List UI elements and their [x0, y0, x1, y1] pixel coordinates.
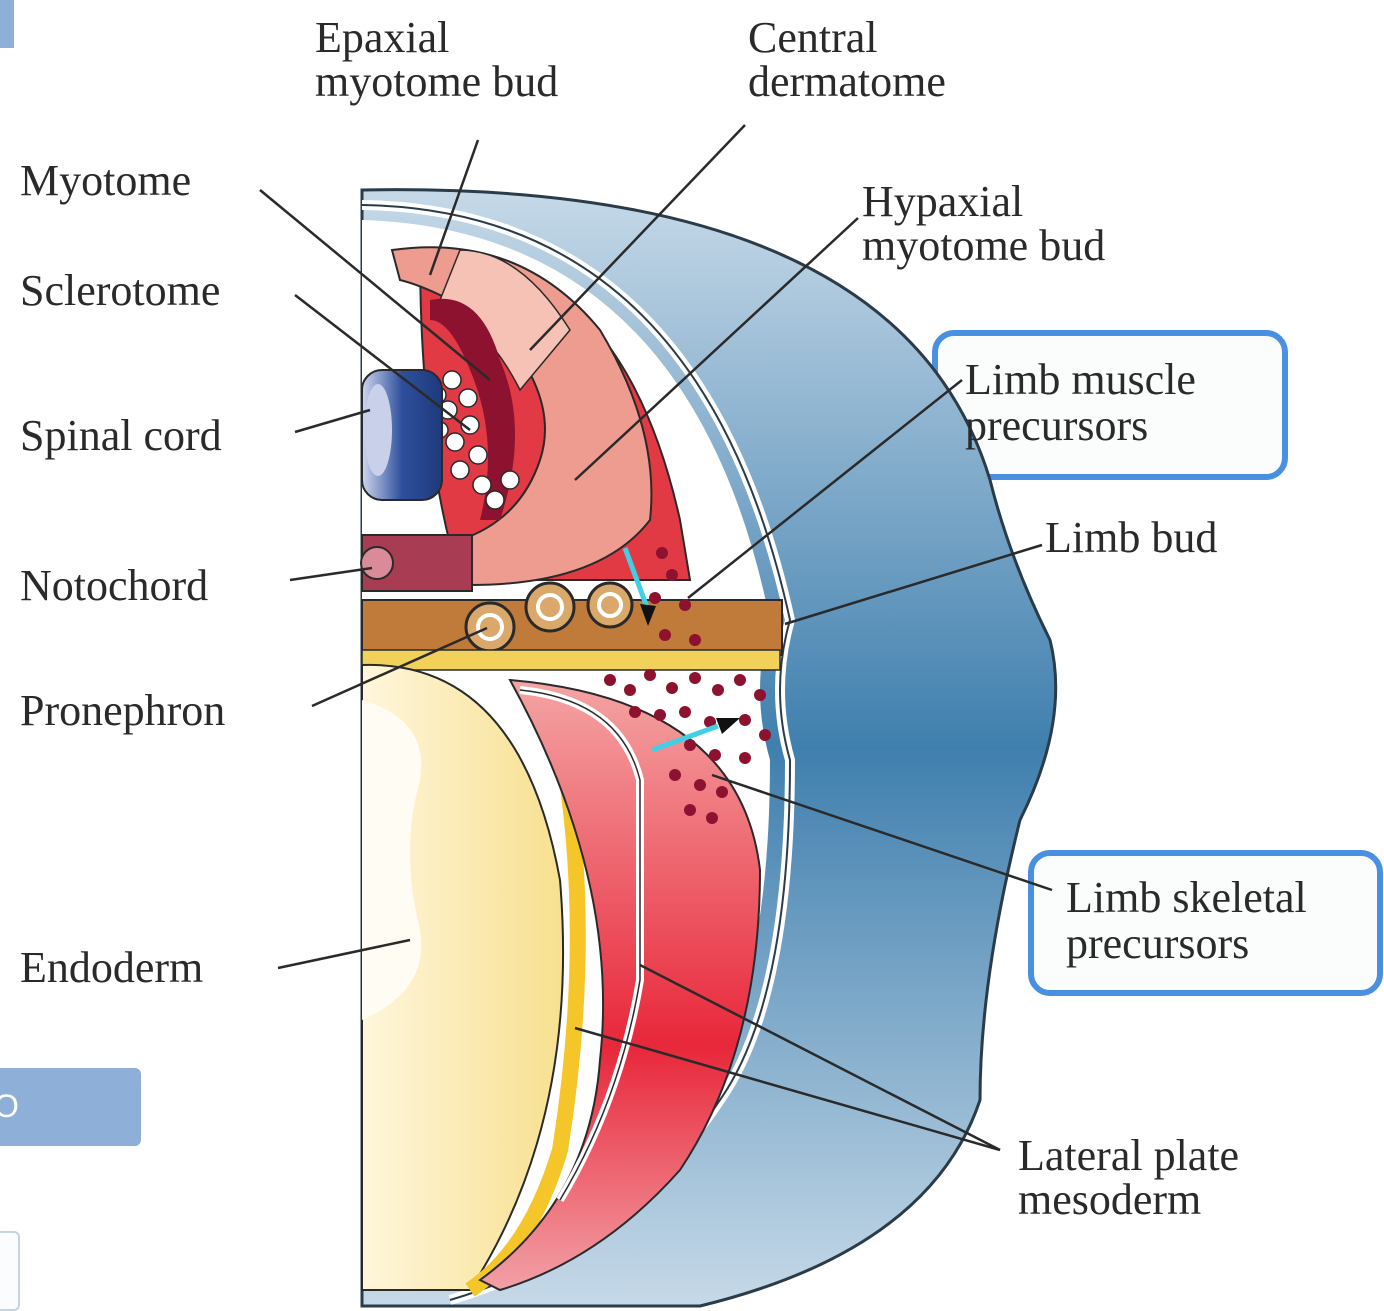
- label-notochord: Notochord: [20, 560, 208, 612]
- label-sclerotome: Sclerotome: [20, 265, 220, 317]
- label-central-dermatome: Central dermatome: [748, 12, 946, 108]
- label-pronephron: Pronephron: [20, 685, 225, 737]
- label-hypaxial-line2: myotome bud: [862, 220, 1105, 272]
- label-limb-muscle-line1: Limb muscle: [965, 354, 1196, 406]
- label-epaxial-line2: myotome bud: [315, 56, 558, 108]
- label-hypaxial-myotome-bud: Hypaxial myotome bud: [862, 176, 1105, 272]
- label-spinal-cord: Spinal cord: [20, 410, 222, 462]
- label-limb-skeletal-line1: Limb skeletal: [1066, 872, 1307, 924]
- label-endoderm: Endoderm: [20, 942, 203, 994]
- label-limb-muscle-line2: precursors: [965, 400, 1196, 452]
- label-myotome: Myotome: [20, 155, 191, 207]
- label-lateral-plate-mesoderm: Lateral plate mesoderm: [1018, 1130, 1239, 1226]
- label-limb-skeletal-precursors: Limb skeletal precursors: [1066, 872, 1307, 970]
- label-central-line2: dermatome: [748, 56, 946, 108]
- label-epaxial-myotome-bud: Epaxial myotome bud: [315, 12, 558, 108]
- label-limb-muscle-precursors: Limb muscle precursors: [965, 354, 1196, 452]
- label-limb-bud: Limb bud: [1045, 512, 1217, 564]
- label-limb-skeletal-line2: precursors: [1066, 918, 1307, 970]
